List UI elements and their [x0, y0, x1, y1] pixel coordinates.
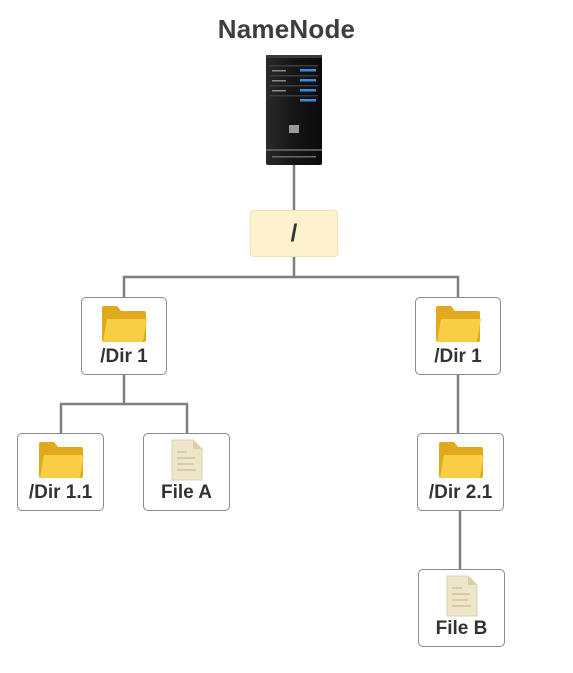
connector-dir1-children	[59, 375, 126, 433]
file-a-node[interactable]: File A	[143, 433, 230, 511]
root-directory-label: /	[290, 219, 298, 247]
dir2-1-label: /Dir 2.1	[428, 482, 493, 503]
folder-icon	[436, 306, 481, 342]
file-b-node[interactable]: File B	[418, 569, 505, 647]
connector-dir1-filea	[124, 402, 189, 433]
dir1-1-node[interactable]: /Dir 1.1	[17, 433, 104, 511]
connector-root-dir-right	[294, 275, 460, 297]
root-directory-node[interactable]: /	[250, 210, 338, 257]
file-b-label: File B	[435, 618, 488, 639]
dir2-1-node[interactable]: /Dir 2.1	[417, 433, 504, 511]
connector-root-dirs	[122, 257, 296, 297]
dir1-left-node[interactable]: /Dir 1	[81, 297, 167, 375]
dir1-1-label: /Dir 1.1	[28, 482, 93, 503]
server-icon	[266, 55, 322, 165]
dir1-left-label: /Dir 1	[100, 346, 148, 367]
document-icon	[446, 575, 477, 617]
namenode-title: NameNode	[217, 14, 356, 44]
folder-icon	[102, 306, 147, 342]
folder-icon	[38, 442, 84, 478]
dir1-right-label: /Dir 1	[434, 346, 482, 367]
file-a-label: File A	[160, 482, 213, 503]
dir1-right-node[interactable]: /Dir 1	[415, 297, 501, 375]
folder-icon	[438, 442, 484, 478]
document-icon	[171, 439, 202, 481]
